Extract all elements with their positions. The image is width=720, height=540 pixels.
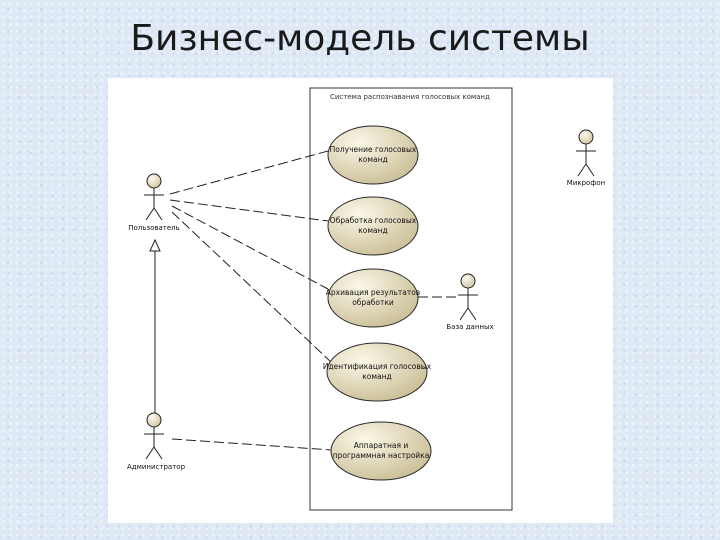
assoc-user-uc1: [169, 150, 329, 195]
actor-user-head: [146, 173, 162, 189]
use-case-uc3: Архивация результатов обработки: [326, 268, 420, 328]
uc2-label-line2: команд: [358, 226, 387, 235]
use-case-diagram: Система распознавания голосовых команд П…: [108, 78, 613, 523]
use-case-uc4: Идентификация голосовых команд: [323, 342, 432, 402]
assoc-admin-uc5: [171, 438, 333, 451]
actor-microphone-head: [578, 129, 594, 145]
system-boundary: [309, 87, 513, 511]
assoc-user-uc4: [171, 211, 333, 364]
uc2-label-line1: Обработка голосовых: [330, 216, 417, 225]
uc1-label-line1: Получение голосовых: [330, 145, 417, 154]
uc5-label-line1: Аппаратная и: [354, 441, 409, 450]
slide-title: Бизнес-модель системы: [130, 18, 590, 59]
uc5-label-line2: программная настройка: [333, 451, 430, 460]
use-case-uc2: Обработка голосовых команд: [327, 196, 419, 256]
actor-admin-label: Администратор: [127, 463, 186, 471]
actor-user-label: Пользователь: [128, 224, 180, 232]
actor-database-label: База данных: [446, 323, 493, 331]
use-case-uc5: Аппаратная и программная настройка: [330, 421, 432, 481]
uc3-label-line2: обработки: [352, 298, 394, 307]
actor-user: [144, 173, 164, 221]
generalization-arrowhead: [149, 238, 161, 252]
assoc-user-uc2: [169, 199, 329, 222]
uc4-label-line1: Идентификация голосовых: [323, 362, 432, 371]
uc4-label-line2: команд: [362, 372, 391, 381]
actor-database: [458, 273, 478, 321]
system-boundary-label: Система распознавания голосовых команд: [330, 93, 490, 101]
actor-microphone-label: Микрофон: [567, 179, 605, 187]
uc3-label-line1: Архивация результатов: [326, 288, 420, 297]
assoc-user-uc3: [171, 205, 329, 290]
use-case-uc1: Получение голосовых команд: [327, 125, 419, 185]
actor-microphone: [576, 129, 596, 177]
actor-database-head: [460, 273, 476, 289]
actor-admin-head: [146, 412, 162, 428]
uc1-label-line2: команд: [358, 155, 387, 164]
actor-admin: [144, 412, 164, 460]
